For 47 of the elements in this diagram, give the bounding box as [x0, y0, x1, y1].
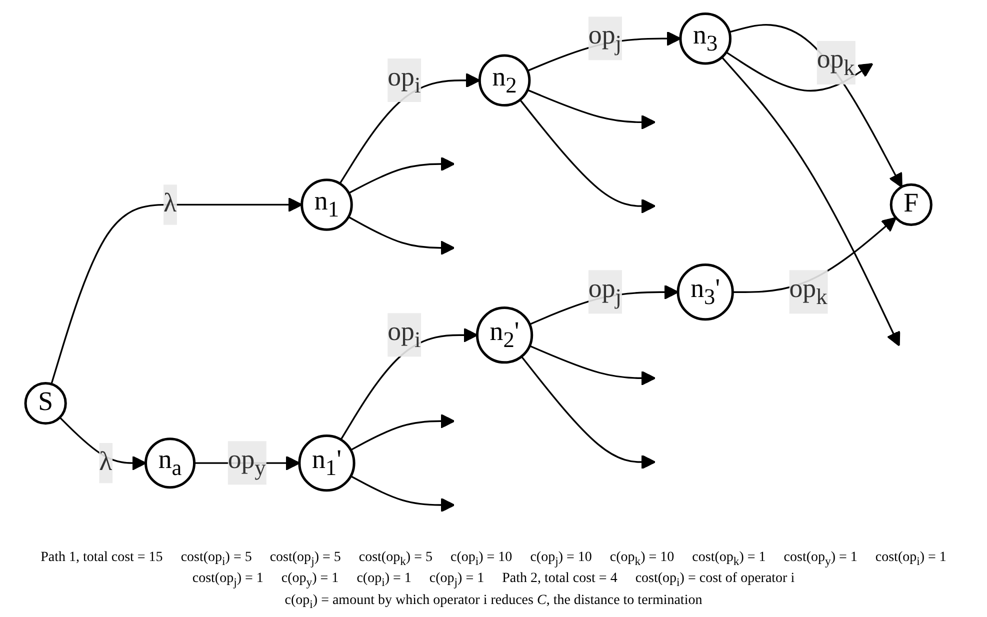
arrow	[721, 56, 900, 346]
edge-label: op$_{k}$	[789, 275, 828, 310]
note-text: c(op$_{j}$) = 10	[530, 550, 592, 568]
node-circle	[478, 54, 531, 107]
note-text: Path 1, total cost = 15	[40, 550, 163, 567]
node-circle	[476, 306, 534, 364]
arrow	[729, 24, 902, 188]
note-text: cost(op$_{i}$) = cost of operator i	[635, 571, 795, 590]
note-text: c(op$_{k}$) = 10	[610, 550, 674, 568]
arrow	[348, 216, 455, 256]
note-text: c(op$_{j}$) = 1	[429, 571, 484, 590]
edge-label: λ	[99, 448, 112, 477]
note-text: cost(op$_{j}$) = 5	[270, 550, 341, 568]
arrow	[527, 89, 656, 130]
note-text: cost(op$_{k}$) = 5	[358, 550, 432, 568]
edge-label: op$_{y}$	[228, 446, 266, 480]
arrow	[350, 414, 455, 451]
edge-label: op$_{i}$	[388, 63, 421, 98]
note-text: cost(op$_{i}$) = 5	[180, 550, 252, 568]
node-circle	[24, 382, 67, 425]
arrow	[529, 345, 656, 386]
note-text: cost(op$_{j}$) = 1	[192, 571, 264, 590]
note-text: cost(op$_{k}$) = 1	[692, 550, 766, 568]
node-circle	[144, 438, 196, 489]
note-text: c(op$_{i}$) = amount by which operator i reduces C, the distance to termination	[284, 593, 702, 611]
note-text: c(op$_{i}$) = 10	[450, 550, 512, 568]
note-text: c(op$_{i}$) = 1	[356, 571, 412, 590]
search-graph: λ λ op$_{i}$ op$_{j}$ op$_{k}$ op$_{y}$ op$_{i}$ op$_{j}$ op$_{k}$ S n$_{1}$ n$_{2}$ n$_{3}$ F n$_{a}$ n$_{1}$' n$_{2}$' n$_{3}$'	[0, 0, 987, 544]
note-text: cost(op$_{y}$) = 1	[784, 550, 858, 568]
edge-label: λ	[164, 190, 177, 218]
arrow	[350, 475, 455, 512]
edge-label: op$_{j}$	[588, 275, 622, 310]
note-text: Path 2, total cost = 4	[502, 571, 618, 588]
node-circle	[676, 264, 734, 321]
edge-label: op$_{j}$	[588, 22, 622, 56]
arrow	[520, 356, 656, 470]
arrow	[348, 156, 455, 194]
node-circle	[679, 12, 732, 65]
arrow	[726, 51, 874, 92]
arrow	[519, 99, 656, 214]
note-text: cost(op$_{i}$) = 1	[875, 550, 946, 568]
node-circle	[298, 434, 356, 492]
edge-label: op$_{i}$	[388, 318, 421, 352]
node-circle	[890, 183, 932, 226]
node-circle	[300, 178, 353, 231]
edge-label: op$_{k}$	[816, 46, 855, 80]
note-text: c(op$_{y}$) = 1	[281, 571, 339, 590]
